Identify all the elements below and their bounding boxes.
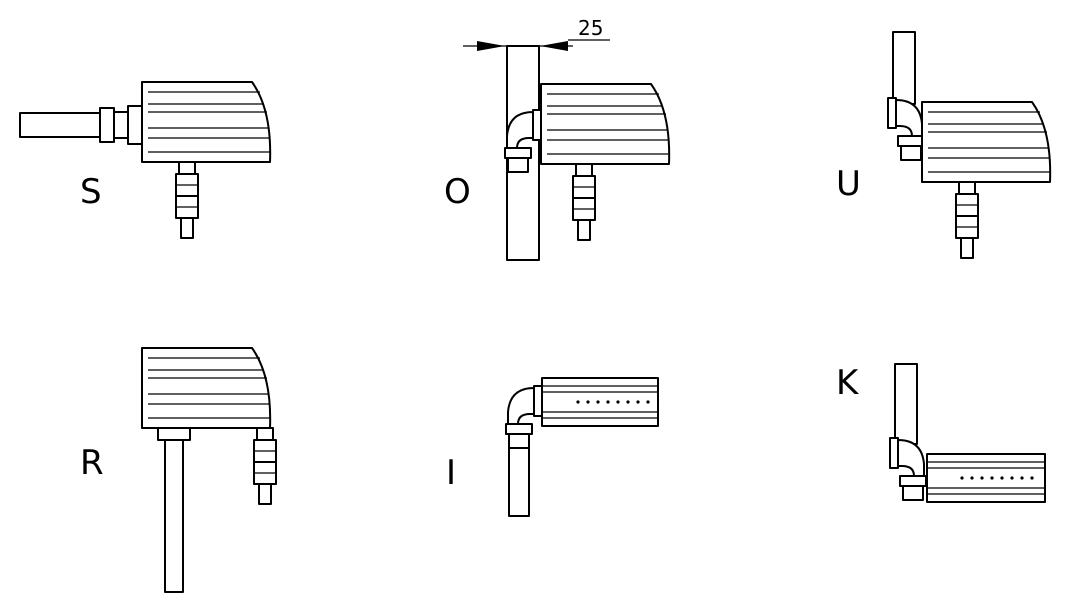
variant-k xyxy=(889,363,1046,503)
dimension-value: 25 xyxy=(578,16,603,40)
nozzle-holes xyxy=(576,400,650,404)
elbow-fitting xyxy=(889,437,927,501)
variant-label-s: S xyxy=(80,172,102,212)
pipe-coupling xyxy=(99,107,115,143)
pipe-horizontal xyxy=(19,112,105,138)
end-cap xyxy=(127,105,143,145)
pipe-vertical xyxy=(164,439,184,593)
variant-u xyxy=(887,31,1052,259)
mounting-stud xyxy=(572,163,596,241)
nozzle-holes xyxy=(960,476,1034,480)
variant-i xyxy=(505,377,659,517)
profile-body xyxy=(926,453,1046,503)
dimension-arrow-right xyxy=(540,41,568,51)
pipe-coupling xyxy=(157,427,191,441)
dimension-arrow-left xyxy=(477,41,505,51)
profile-body xyxy=(541,377,659,427)
variant-r xyxy=(141,347,277,593)
profile-body xyxy=(540,83,671,165)
pipe-vertical xyxy=(894,363,918,445)
variant-label-o: O xyxy=(444,172,471,212)
mounting-stud xyxy=(253,427,277,505)
elbow-fitting xyxy=(505,385,543,449)
variant-label-i: I xyxy=(446,453,456,493)
pipe-coupling-inner xyxy=(113,111,129,139)
profile-body xyxy=(921,101,1052,183)
variant-label-u: U xyxy=(836,164,861,204)
mounting-stud xyxy=(175,161,199,239)
profile-body xyxy=(141,81,272,163)
elbow-fitting xyxy=(887,97,925,161)
variant-s xyxy=(19,81,272,239)
variant-o xyxy=(463,39,671,261)
mounting-stud xyxy=(955,181,979,259)
variant-label-k: K xyxy=(836,363,860,403)
profile-body xyxy=(141,347,272,429)
pipe-vertical xyxy=(892,31,916,105)
variant-label-r: R xyxy=(80,443,104,483)
